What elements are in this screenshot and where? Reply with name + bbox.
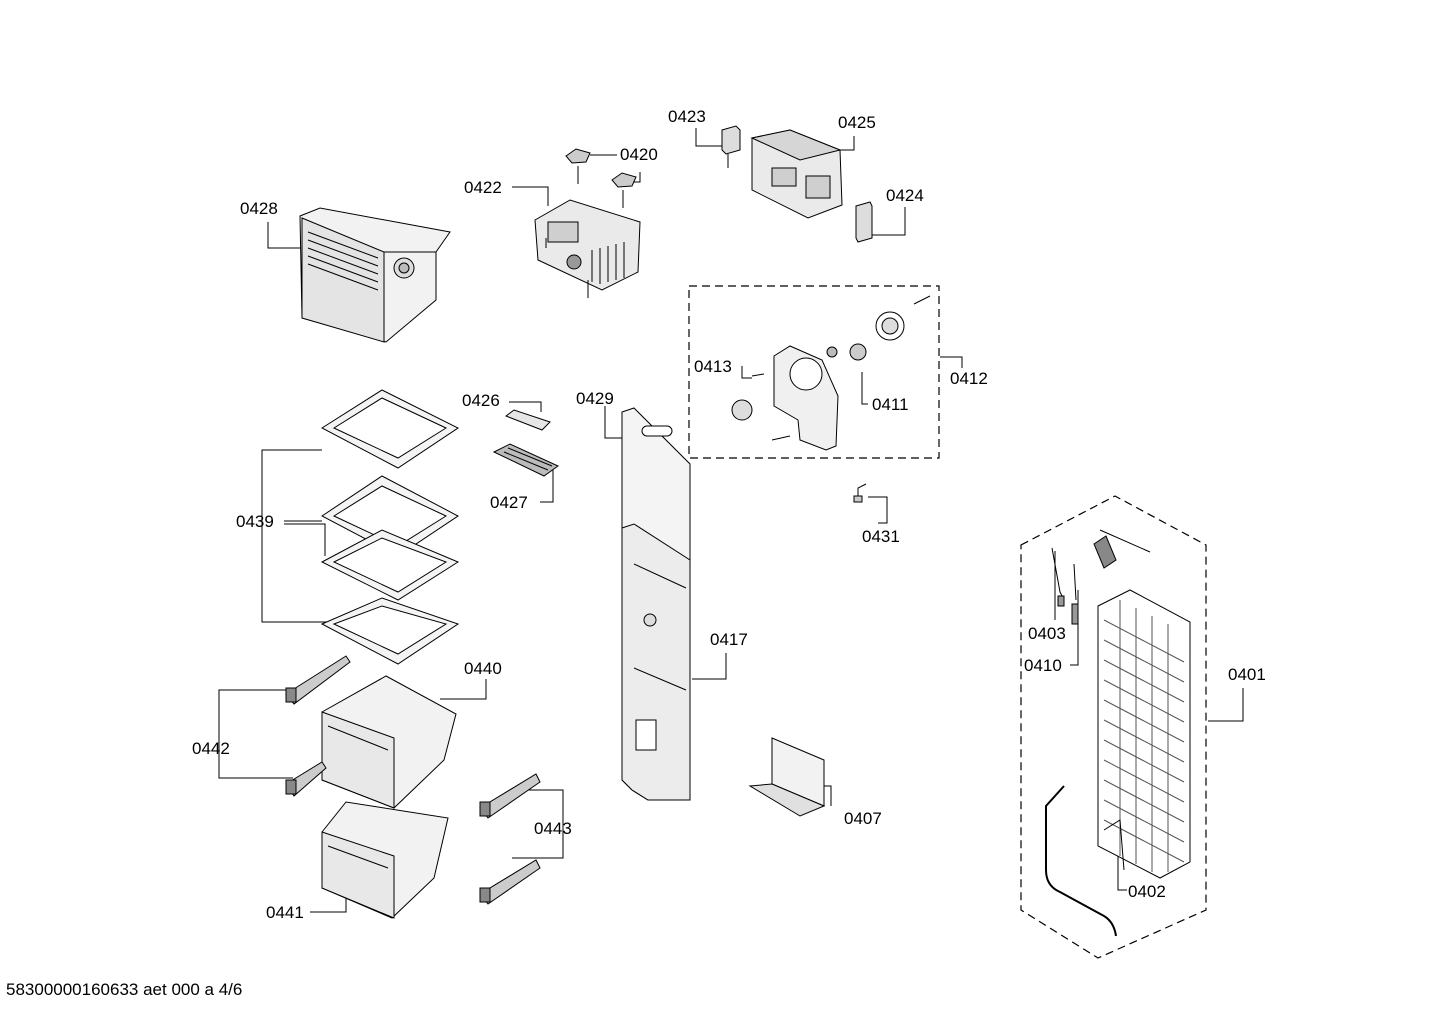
- label-0413: 0413: [694, 357, 732, 376]
- rail-0443-upper: [479, 773, 541, 819]
- label-0423: 0423: [668, 107, 706, 126]
- label-0441: 0441: [266, 903, 304, 922]
- clip-0423: [721, 125, 741, 168]
- sensor-0403: [1051, 547, 1065, 607]
- label-0429: 0429: [576, 389, 614, 408]
- rail-0442-lower: [285, 761, 327, 797]
- light-cover-0426: [504, 409, 551, 431]
- evaporator-cover-0429-0417: [621, 407, 691, 801]
- label-0417: 0417: [710, 630, 748, 649]
- document-id-footer: 58300000160633 aet 000 a 4/6: [6, 980, 243, 999]
- ice-bucket-0428: [299, 207, 451, 343]
- label-0402: 0402: [1128, 882, 1166, 901]
- shelf-0439-4: [320, 597, 460, 665]
- label-0411: 0411: [872, 395, 909, 414]
- label-0426: 0426: [462, 391, 500, 410]
- label-0428: 0428: [240, 199, 278, 218]
- label-0425: 0425: [838, 113, 876, 132]
- shelf-0439-top: [321, 389, 459, 469]
- label-0403: 0403: [1028, 624, 1066, 643]
- label-0422: 0422: [464, 178, 502, 197]
- drawer-0440: [321, 675, 457, 809]
- condenser-0401: [1093, 529, 1191, 879]
- vent-0427: [492, 443, 559, 477]
- label-0431: 0431: [862, 527, 900, 546]
- caps-0420: [565, 148, 637, 208]
- fan-assembly-group-box: [688, 285, 940, 459]
- drain-tube-0402: [1045, 785, 1125, 937]
- deflector-0407: [748, 737, 826, 817]
- label-0410: 0410: [1024, 656, 1062, 675]
- label-0401: 0401: [1228, 665, 1266, 684]
- label-0424: 0424: [886, 186, 924, 205]
- label-0442: 0442: [192, 739, 230, 758]
- condenser-group-box: [1020, 495, 1207, 959]
- label-0427: 0427: [490, 493, 528, 512]
- rail-0443-lower: [479, 859, 541, 905]
- clip-0424: [855, 201, 873, 243]
- sensor-0431: [853, 483, 867, 503]
- label-0412: 0412: [950, 369, 988, 388]
- label-0420: 0420: [620, 145, 658, 164]
- part-labels: 0423 0425 0420 0422 0424 0428 0413 0412 …: [192, 107, 1266, 922]
- ice-maker-0422: [534, 199, 641, 298]
- shelf-0439-3: [320, 529, 460, 601]
- fan-bracket-0412: [731, 295, 931, 451]
- sensor-0410: [1071, 563, 1079, 625]
- label-0440: 0440: [464, 659, 502, 678]
- leader-lines: [218, 128, 1244, 913]
- dispenser-housing-0425: [750, 129, 843, 219]
- label-0443: 0443: [534, 819, 572, 838]
- label-0407: 0407: [844, 809, 882, 828]
- label-0439: 0439: [236, 512, 274, 531]
- drawer-0441: [321, 801, 449, 919]
- rail-0442-upper: [285, 655, 351, 705]
